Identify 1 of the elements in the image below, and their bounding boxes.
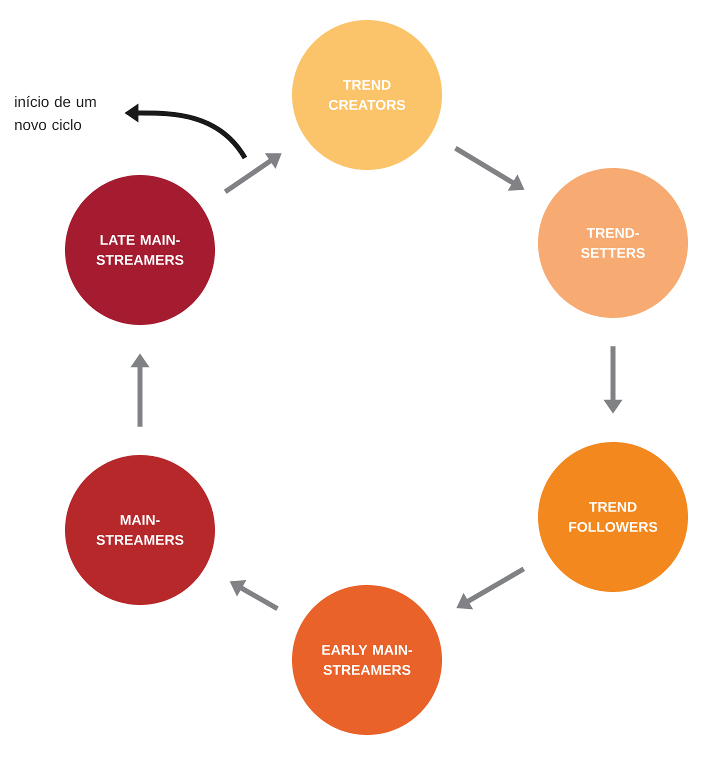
note-text: início de um novo ciclo bbox=[15, 96, 96, 130]
